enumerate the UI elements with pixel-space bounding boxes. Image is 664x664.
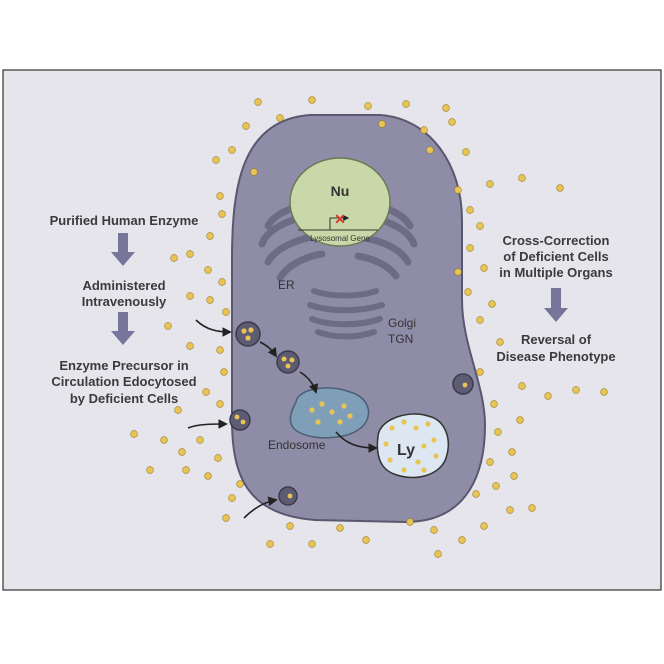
down-arrow-icon (111, 312, 135, 345)
nucleus (289, 157, 391, 247)
right-process-arrows (544, 288, 568, 322)
step-cross-correction-line2: of Deficient Cells (503, 249, 608, 264)
vesicle (278, 486, 298, 506)
endosome-to-lysosome-arrow (335, 431, 378, 453)
vesicle-to-endosome-arrow (299, 371, 319, 394)
step-endocytosis-line1: Enzyme Precursor in (59, 358, 188, 373)
step-reversal-line2: Disease Phenotype (496, 349, 615, 364)
vesicle-to-vesicle-arrow (259, 341, 278, 358)
vesicle (452, 373, 474, 395)
right-step-text: Cross-Correction of Deficient Cells in M… (496, 233, 615, 364)
gene-blocked-icon: ✕ (334, 211, 346, 227)
endosome (289, 387, 370, 439)
down-arrow-icon (111, 233, 135, 266)
step-administered-line2: Intravenously (82, 294, 167, 309)
nucleus-label: Nu (331, 183, 350, 199)
uptake-arrow (243, 496, 278, 519)
gene-label: Lysosomal Gene (310, 234, 370, 243)
er-label: ER (278, 278, 295, 292)
step-cross-correction-line1: Cross-Correction (503, 233, 610, 248)
trafficking-arrows (187, 319, 378, 519)
down-arrow-icon (544, 288, 568, 322)
step-purified-enzyme: Purified Human Enzyme (50, 213, 199, 228)
tgn-label: TGN (388, 332, 413, 346)
step-reversal-line1: Reversal of (521, 332, 592, 347)
golgi-label: Golgi (388, 316, 416, 330)
vesicle (229, 409, 251, 431)
lysosome-label: Ly (397, 442, 415, 459)
lysosome (376, 413, 449, 479)
lysosomal-gene-symbol: ✕ (298, 211, 378, 231)
endosome-label: Endosome (268, 438, 326, 452)
uptake-arrow (195, 319, 232, 337)
step-endocytosis-line2: Circulation Edocytosed (51, 374, 196, 389)
uptake-arrow (187, 419, 228, 429)
step-cross-correction-line3: in Multiple Organs (499, 265, 612, 280)
extracellular-enzyme-dots (130, 96, 608, 558)
step-endocytosis-line3: by Deficient Cells (70, 391, 178, 406)
left-step-text: Purified Human Enzyme Administered Intra… (50, 213, 199, 406)
vesicle (276, 350, 300, 374)
vesicle (235, 321, 261, 347)
golgi-apparatus (307, 288, 385, 340)
left-process-arrows (111, 233, 135, 345)
step-administered-line1: Administered (82, 278, 165, 293)
